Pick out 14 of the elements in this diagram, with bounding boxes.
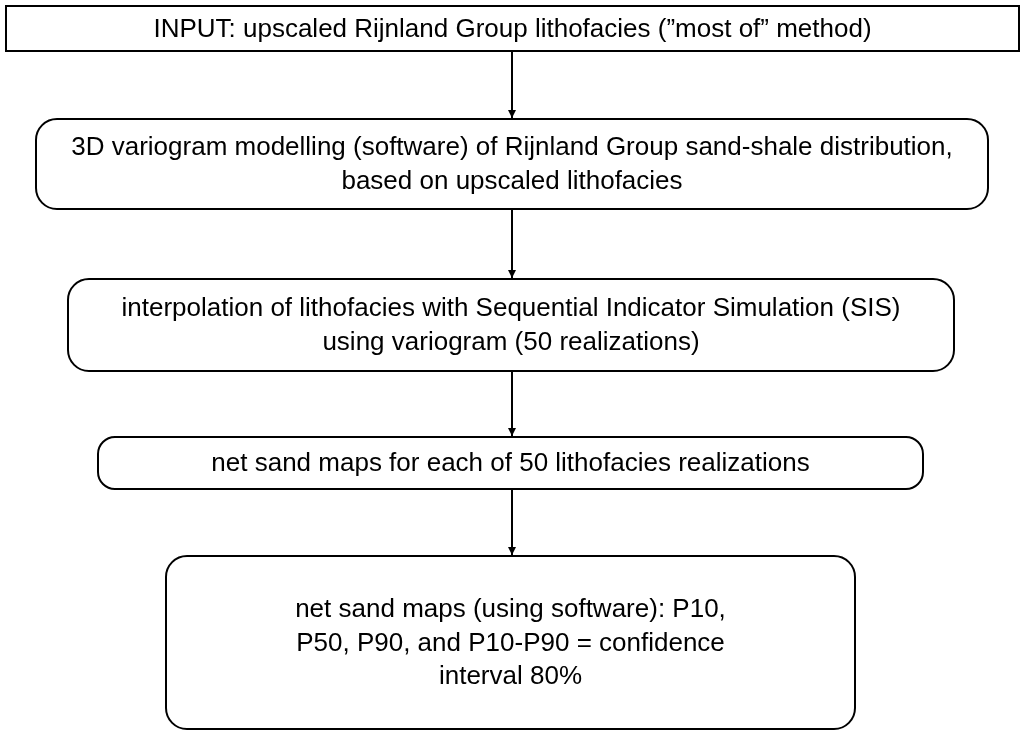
arrow	[508, 209, 516, 279]
arrow	[508, 51, 516, 119]
input-box	[5, 5, 1020, 52]
step-text: net sand maps for each of 50 lithofacies realizations	[211, 446, 810, 480]
arrow	[508, 489, 516, 556]
step-text: 3D variogram modelling (software) of Rijnland Group sand-shale distribution, based on upscaled lithofacies	[70, 130, 954, 197]
step-text: INPUT: upscaled Rijnland Group lithofacies (”most of” method)	[153, 11, 872, 45]
process-box	[67, 278, 955, 372]
step-text: net sand maps (using software): P10, P50, P90, and P10-P90 = confidence interval 80%	[294, 591, 727, 693]
step-text: interpolation of lithofacies with Sequential Indicator Simulation (SIS) using variogram (50 realizations)	[120, 291, 902, 358]
arrow	[508, 371, 516, 437]
process-box	[35, 118, 989, 210]
process-box	[165, 555, 856, 730]
process-box	[97, 436, 924, 490]
